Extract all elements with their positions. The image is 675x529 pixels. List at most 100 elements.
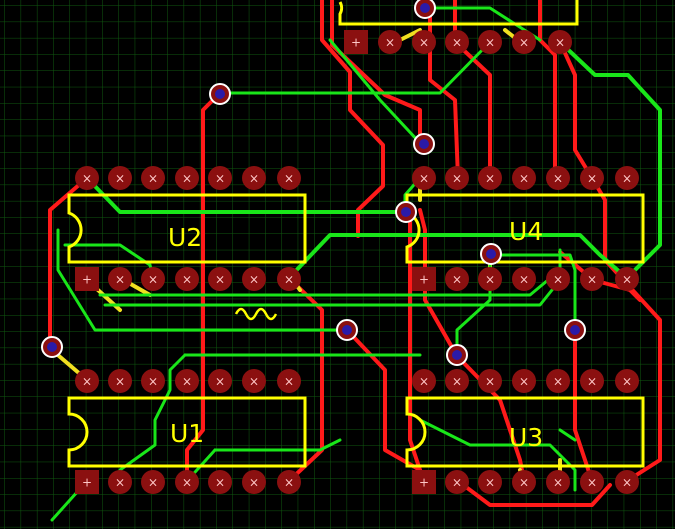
pad-icon[interactable]: × bbox=[242, 166, 266, 190]
pad-icon[interactable]: × bbox=[445, 369, 469, 393]
trace-top[interactable] bbox=[423, 6, 542, 42]
pin1-square-pad-icon[interactable]: + bbox=[75, 267, 99, 291]
pad-icon[interactable]: × bbox=[580, 369, 604, 393]
pad-icon[interactable]: × bbox=[445, 267, 469, 291]
pad-icon[interactable]: × bbox=[378, 30, 402, 54]
pad-icon[interactable]: × bbox=[512, 470, 536, 494]
pad-icon[interactable]: × bbox=[478, 369, 502, 393]
pad-icon[interactable]: × bbox=[512, 369, 536, 393]
pad-icon[interactable]: × bbox=[580, 470, 604, 494]
trace-bottom[interactable] bbox=[538, 0, 557, 182]
pad-icon[interactable]: × bbox=[141, 166, 165, 190]
pad-icon[interactable]: × bbox=[412, 369, 436, 393]
via-icon[interactable] bbox=[446, 344, 468, 366]
pad-icon[interactable]: × bbox=[580, 166, 604, 190]
pad-icon[interactable]: × bbox=[208, 369, 232, 393]
pad-icon[interactable]: × bbox=[108, 470, 132, 494]
pad-icon[interactable]: × bbox=[546, 470, 570, 494]
trace-bottom[interactable] bbox=[453, 0, 492, 180]
component-outline-u1[interactable] bbox=[67, 396, 307, 468]
pad-icon[interactable]: × bbox=[108, 166, 132, 190]
pad-icon[interactable]: × bbox=[175, 267, 199, 291]
trace-top[interactable] bbox=[56, 228, 349, 332]
via-icon[interactable] bbox=[564, 319, 586, 341]
pad-icon[interactable]: × bbox=[175, 166, 199, 190]
pad-icon[interactable]: × bbox=[478, 166, 502, 190]
trace-bottom[interactable] bbox=[330, 0, 422, 145]
via-icon[interactable] bbox=[413, 133, 435, 155]
pad-icon[interactable]: × bbox=[175, 369, 199, 393]
pad-icon[interactable]: × bbox=[277, 267, 301, 291]
via-icon[interactable] bbox=[414, 0, 436, 19]
trace-top[interactable] bbox=[218, 40, 492, 95]
pad-icon[interactable]: × bbox=[615, 267, 639, 291]
trace-top[interactable] bbox=[328, 38, 422, 145]
pad-icon[interactable]: × bbox=[546, 166, 570, 190]
trace-bottom[interactable] bbox=[48, 176, 89, 349]
pad-icon[interactable]: × bbox=[208, 470, 232, 494]
pad-icon[interactable]: × bbox=[546, 369, 570, 393]
via-icon[interactable] bbox=[336, 319, 358, 341]
via-icon[interactable] bbox=[480, 243, 502, 265]
pad-icon[interactable]: × bbox=[242, 470, 266, 494]
pad-icon[interactable]: × bbox=[277, 166, 301, 190]
pin1-square-pad-icon[interactable]: + bbox=[344, 30, 368, 54]
trace-top[interactable] bbox=[558, 428, 577, 442]
pad-icon[interactable]: × bbox=[512, 30, 536, 54]
pad-icon[interactable]: × bbox=[478, 30, 502, 54]
pad-icon[interactable]: × bbox=[242, 267, 266, 291]
pad-icon[interactable]: × bbox=[546, 267, 570, 291]
pad-icon[interactable]: × bbox=[412, 166, 436, 190]
pad-icon[interactable]: × bbox=[445, 166, 469, 190]
pad-icon[interactable]: × bbox=[548, 30, 572, 54]
pad-icon[interactable]: × bbox=[108, 267, 132, 291]
via-icon[interactable] bbox=[395, 201, 417, 223]
pad-icon[interactable]: × bbox=[277, 470, 301, 494]
pad-icon[interactable]: × bbox=[75, 166, 99, 190]
pad-icon[interactable]: × bbox=[615, 369, 639, 393]
pin1-square-pad-icon[interactable]: + bbox=[412, 267, 436, 291]
pin1-square-pad-icon[interactable]: + bbox=[412, 470, 436, 494]
pad-icon[interactable]: × bbox=[580, 267, 604, 291]
trace-bottom[interactable] bbox=[558, 40, 594, 180]
via-icon[interactable] bbox=[41, 336, 63, 358]
pad-icon[interactable]: × bbox=[512, 267, 536, 291]
pad-mark: × bbox=[553, 375, 563, 389]
pad-icon[interactable]: × bbox=[445, 470, 469, 494]
pad-icon[interactable]: × bbox=[141, 369, 165, 393]
pad-icon[interactable]: × bbox=[75, 369, 99, 393]
trace-top[interactable] bbox=[213, 438, 342, 452]
trace-top[interactable] bbox=[98, 248, 562, 297]
pad-icon[interactable]: × bbox=[478, 267, 502, 291]
component-outline-u2[interactable] bbox=[67, 193, 307, 264]
pad-icon[interactable]: × bbox=[445, 30, 469, 54]
label-u4: U4 bbox=[509, 217, 543, 246]
via-icon[interactable] bbox=[209, 83, 231, 105]
pad-icon[interactable]: × bbox=[141, 267, 165, 291]
pad-icon[interactable]: × bbox=[208, 267, 232, 291]
trace-bottom[interactable] bbox=[345, 328, 422, 472]
pad-icon[interactable]: × bbox=[478, 470, 502, 494]
pad-icon[interactable]: × bbox=[615, 166, 639, 190]
pad-icon[interactable]: × bbox=[141, 470, 165, 494]
pin1-square-pad-icon[interactable]: + bbox=[75, 470, 99, 494]
trace-bottom[interactable] bbox=[185, 91, 222, 483]
pad-icon[interactable]: × bbox=[242, 369, 266, 393]
trace-bottom[interactable] bbox=[320, 0, 385, 238]
pad-icon[interactable]: × bbox=[512, 166, 536, 190]
trace-top[interactable] bbox=[85, 176, 407, 214]
pad-icon[interactable]: × bbox=[208, 166, 232, 190]
trace-top[interactable] bbox=[418, 418, 577, 492]
pad-icon[interactable]: × bbox=[108, 369, 132, 393]
trace-bottom[interactable] bbox=[573, 328, 594, 483]
component-outline-top[interactable] bbox=[338, 0, 579, 26]
pad-icon[interactable]: × bbox=[277, 369, 301, 393]
pad-icon[interactable]: × bbox=[175, 470, 199, 494]
component-outline-u3[interactable] bbox=[405, 396, 645, 468]
pad-icon[interactable]: × bbox=[615, 470, 639, 494]
trace-top[interactable] bbox=[558, 40, 662, 280]
trace-bottom[interactable] bbox=[558, 250, 642, 302]
pad-icon[interactable]: × bbox=[412, 30, 436, 54]
trace-bottom[interactable] bbox=[456, 479, 612, 507]
